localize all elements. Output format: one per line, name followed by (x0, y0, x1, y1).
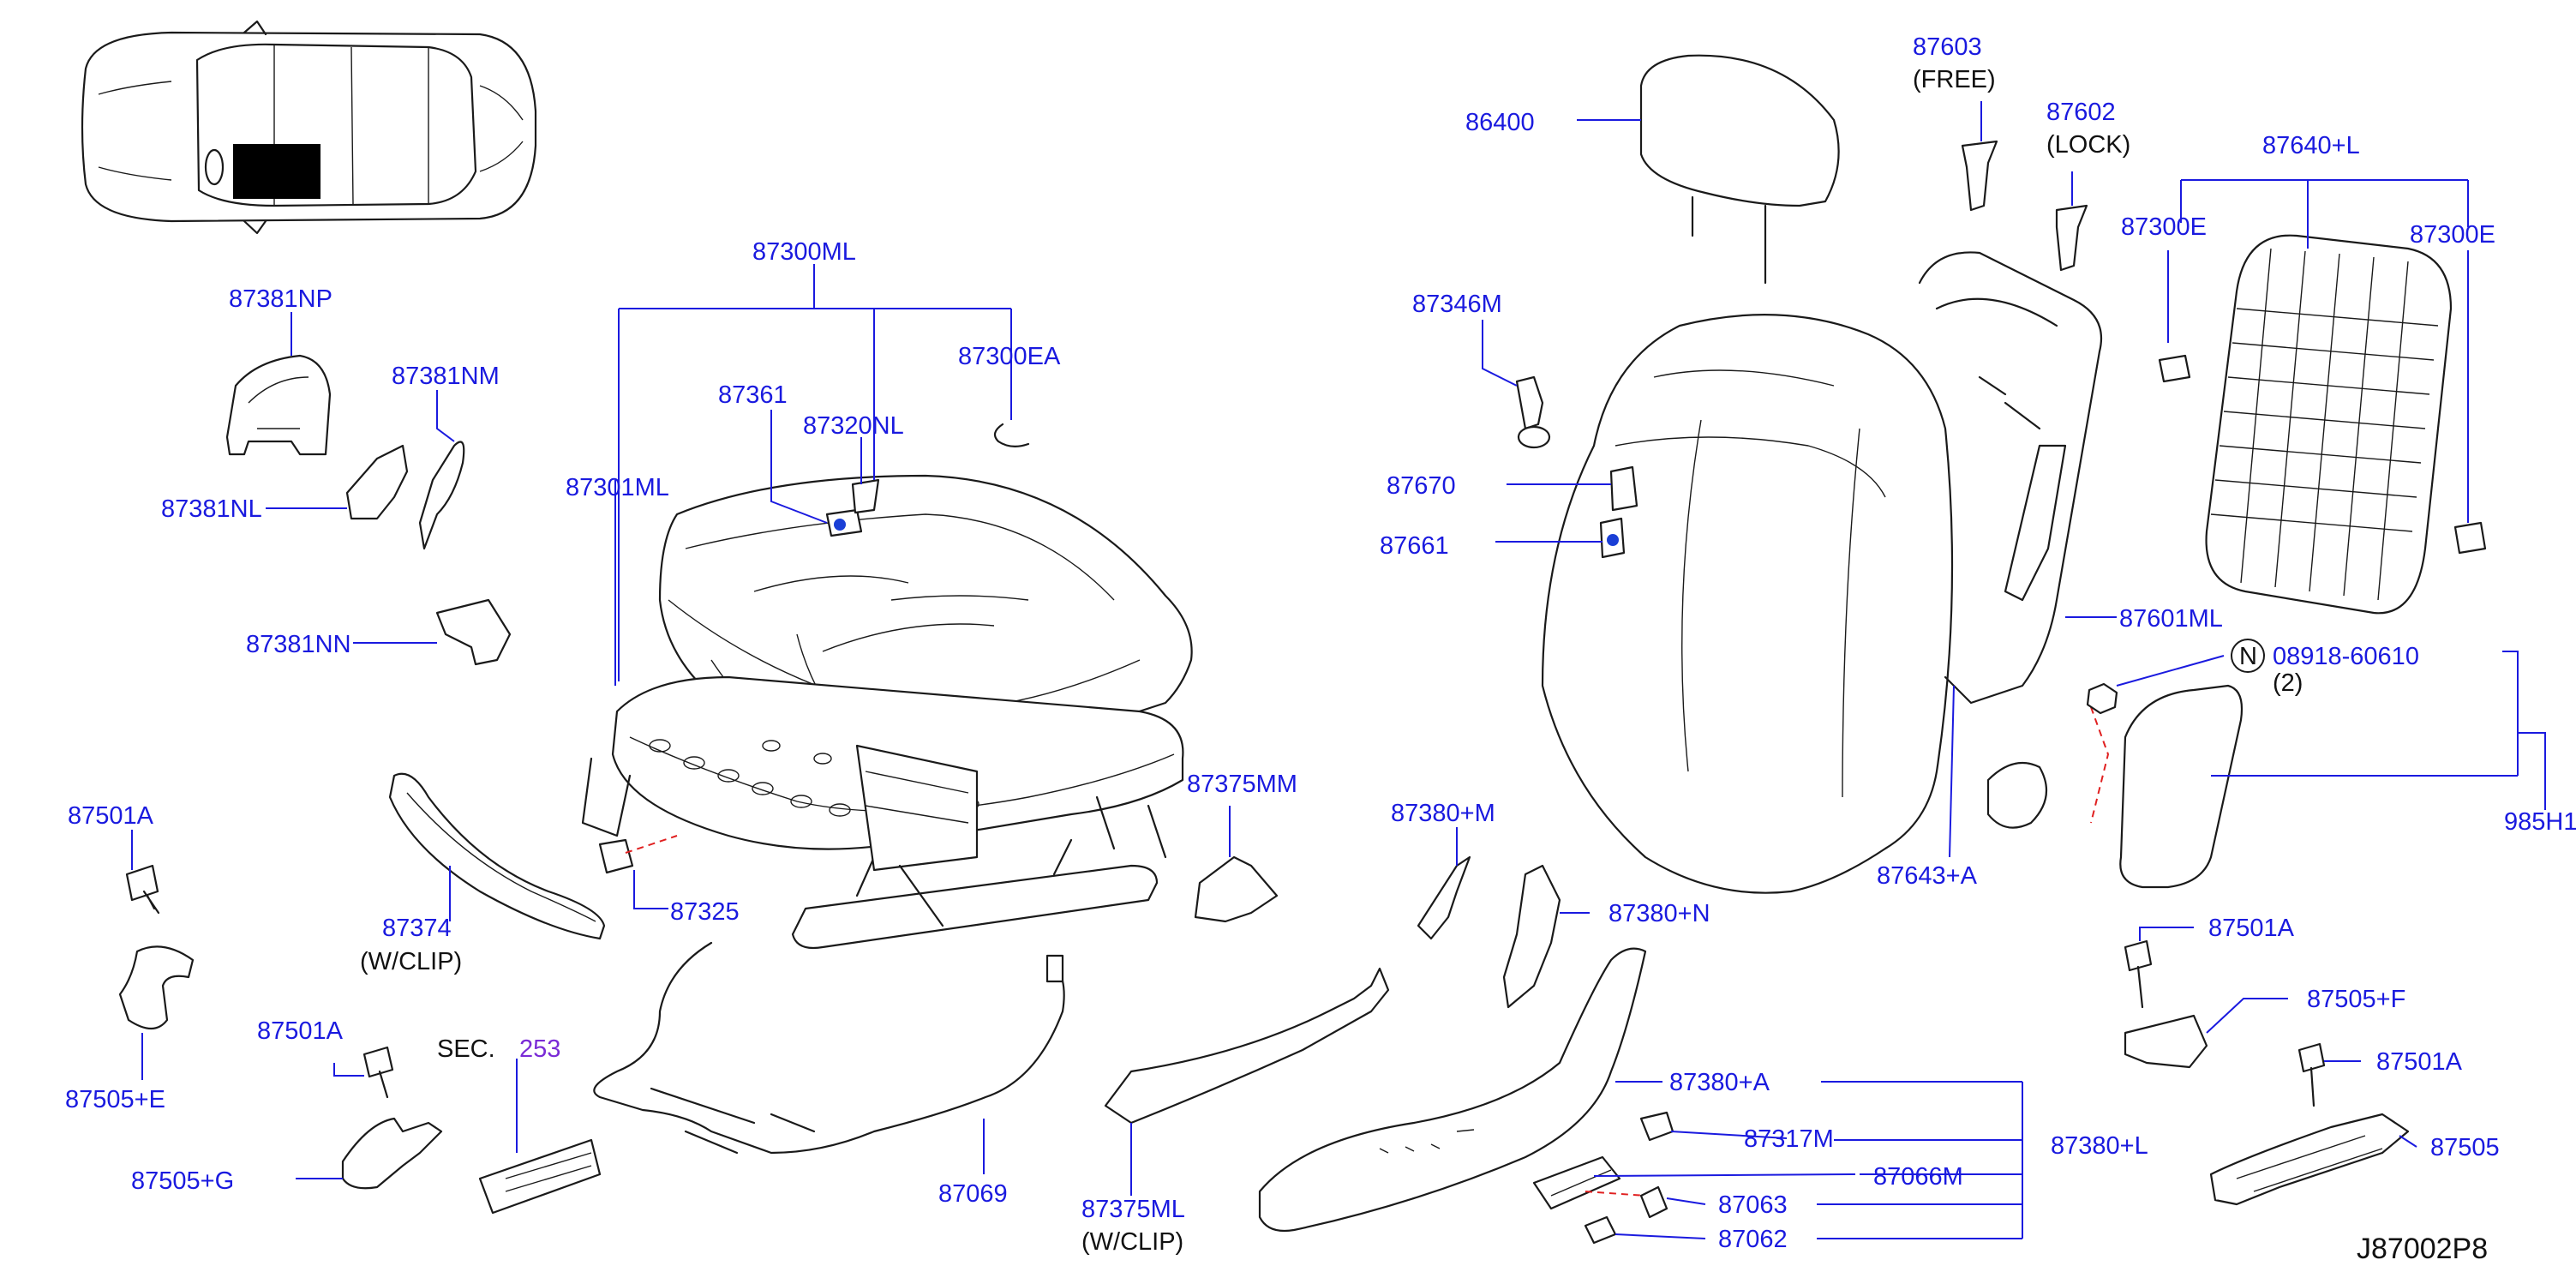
label-87375MM: 87375MM (1187, 771, 1297, 798)
back-board-illustration (2086, 234, 2487, 1206)
label-87501A-left-top: 87501A (68, 802, 154, 830)
label-87325: 87325 (670, 898, 740, 926)
seat-cushion-illustration (581, 423, 1193, 950)
vehicle-locator-thumbnail (81, 20, 537, 235)
label-87501A-right-bottom: 87501A (2376, 1048, 2463, 1076)
label-87300EA: 87300EA (958, 343, 1061, 370)
label-87317M: 87317M (1744, 1125, 1834, 1153)
label-87380M: 87380+M (1391, 800, 1495, 827)
label-87063: 87063 (1718, 1191, 1788, 1219)
label-sec-ref[interactable]: 253 (519, 1035, 560, 1063)
label-87069: 87069 (938, 1180, 1008, 1208)
seat-location-marker (233, 144, 321, 199)
label-87603-note: (FREE) (1913, 66, 1996, 93)
label-87375ML-note: (W/CLIP) (1081, 1228, 1183, 1256)
label-08918-60610: 08918-60610 (2273, 643, 2419, 670)
label-87602-note: (LOCK) (2046, 131, 2130, 159)
label-87381NN: 87381NN (246, 631, 351, 658)
label-87374: 87374 (382, 915, 452, 942)
leader-lines (131, 101, 2546, 1239)
label-87380N: 87380+N (1609, 900, 1710, 927)
label-nut-symbol: N (2239, 643, 2257, 670)
label-87300E-left: 87300E (2121, 213, 2207, 241)
label-87505G: 87505+G (131, 1167, 234, 1195)
label-87643A: 87643+A (1877, 862, 1978, 890)
label-87374-note: (W/CLIP) (360, 948, 462, 975)
label-08918-qty: (2) (2273, 669, 2303, 697)
label-87346M: 87346M (1412, 291, 1502, 318)
label-87603: 87603 (1913, 33, 1982, 61)
spring-clip-87300EA (993, 423, 1030, 447)
label-87601ML: 87601ML (2119, 605, 2223, 633)
label-87381NP: 87381NP (229, 285, 332, 313)
label-87501A-left-bottom: 87501A (257, 1017, 344, 1045)
diagram-id: J87002P8 (2357, 1233, 2488, 1265)
label-87381NM: 87381NM (392, 363, 500, 390)
label-87361: 87361 (718, 381, 788, 409)
label-87380L: 87380+L (2051, 1132, 2148, 1160)
label-87300ML: 87300ML (752, 238, 856, 266)
label-87640L: 87640+L (2262, 132, 2360, 159)
nut-symbol-circle (2231, 639, 2265, 673)
label-87062: 87062 (1718, 1226, 1788, 1253)
label-87501A-right-top: 87501A (2208, 915, 2295, 942)
label-87661: 87661 (1380, 532, 1449, 560)
label-87505E: 87505+E (65, 1086, 165, 1113)
label-87602: 87602 (2046, 99, 2116, 126)
label-87320NL: 87320NL (803, 412, 904, 440)
label-87381NL: 87381NL (161, 495, 262, 523)
label-87301ML: 87301ML (566, 474, 669, 501)
left-small-parts (118, 354, 1065, 1215)
label-87375ML: 87375ML (1081, 1196, 1185, 1223)
center-trim-parts (1104, 855, 1674, 1245)
label-87505F: 87505+F (2307, 986, 2405, 1013)
label-87670: 87670 (1387, 472, 1456, 500)
label-87066M: 87066M (1873, 1163, 1963, 1191)
part-labels: 87300ML 87361 87320NL 87300EA 87301ML 87… (65, 33, 2576, 1265)
label-86400: 86400 (1465, 109, 1535, 136)
seat-back-illustration (1515, 54, 2103, 894)
label-sec-prefix: SEC. (437, 1035, 495, 1063)
label-87505: 87505 (2430, 1134, 2500, 1161)
label-985H1: 985H1 (2504, 808, 2576, 836)
label-87380A: 87380+A (1669, 1069, 1770, 1096)
label-87300E-right: 87300E (2410, 221, 2495, 249)
